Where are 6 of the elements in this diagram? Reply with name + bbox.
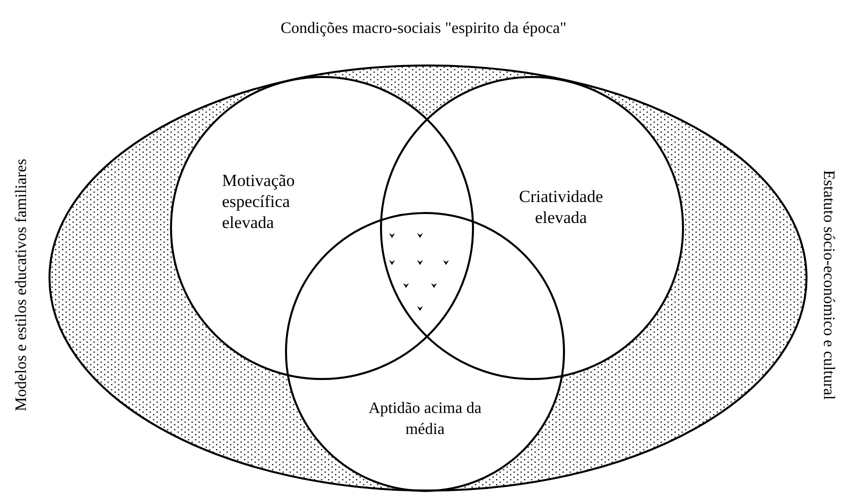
title: Condições macro-sociais "espirito da época"	[280, 19, 568, 39]
circle-label: Criatividade elevada	[518, 186, 604, 228]
circle-label: Motivação específica elevada	[222, 170, 296, 233]
side-label: Modelos e estilos educativos familiares	[13, 158, 32, 412]
circle-label: Aptidão acima da média	[368, 399, 482, 440]
side-label: Estatuto sócio-económico e cultural	[818, 170, 837, 400]
